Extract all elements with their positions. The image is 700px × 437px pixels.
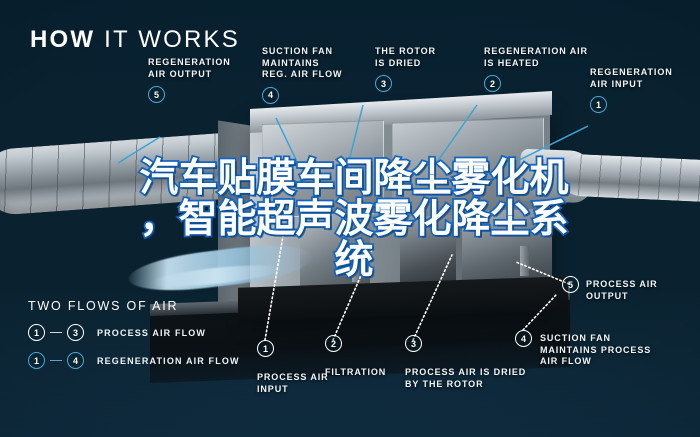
headline-line-1: 汽车贴膜车间降尘雾化机 [138, 156, 571, 201]
callout-number-badge[interactable]: 4 [262, 86, 279, 104]
callout-rotor-is-dried: THE ROTOR IS DRIED 3 [375, 46, 436, 92]
legend: TWO FLOWS OF AIR 1 3 PROCESS AIR FLOW 1 … [28, 299, 240, 369]
headline-line-3: 统 [333, 238, 376, 283]
callout-filtration: 2 FILTRATION [325, 335, 386, 379]
callout-suction-fan-process: 4 SUCTION FAN MAINTAINS PROCESS AIR FLOW [515, 330, 651, 368]
page-title: HOW IT WORKS [30, 26, 240, 54]
legend-row-regeneration-air-flow: 1 4 REGENERATION AIR FLOW [28, 352, 240, 369]
callout-process-air-output: 5 PROCESS AIR OUTPUT [562, 276, 658, 302]
callout-number-badge[interactable]: 2 [325, 335, 342, 352]
headline-line-2: ，智能超声波雾化降尘系 [138, 197, 571, 242]
legend-label: REGENERATION AIR FLOW [97, 355, 240, 366]
page-title-bold: HOW [30, 26, 96, 53]
callout-label: REGENERATION AIR IS HEATED [484, 46, 588, 68]
callout-regeneration-air-output: REGENERATION AIR OUTPUT 5 [148, 57, 231, 103]
callout-label: REGENERATION AIR INPUT [590, 67, 673, 89]
callout-regeneration-air-input: REGENERATION AIR INPUT 1 [590, 67, 673, 113]
callout-number-badge[interactable]: 1 [590, 96, 607, 113]
legend-badge-to: 3 [67, 324, 84, 341]
legend-badge-to: 4 [67, 352, 84, 369]
callout-number-badge[interactable]: 2 [484, 75, 501, 92]
callout-process-air-input: 1 PROCESS AIR INPUT [257, 340, 329, 395]
callout-label: REGENERATION AIR OUTPUT [148, 57, 231, 79]
legend-title: TWO FLOWS OF AIR [28, 299, 179, 313]
callout-label: SUCTION FAN MAINTAINS REG. AIR FLOW [262, 46, 343, 79]
callout-suction-fan-regeneration: SUCTION FAN MAINTAINS REG. AIR FLOW 4 [262, 46, 342, 104]
callout-label: PROCESS AIR IS DRIED BY THE ROTOR [405, 367, 527, 389]
callout-number-badge[interactable]: 1 [257, 340, 274, 357]
callout-regeneration-air-heated: REGENERATION AIR IS HEATED 2 [484, 46, 588, 92]
legend-row-process-air-flow: 1 3 PROCESS AIR FLOW [28, 324, 240, 341]
callout-number-badge[interactable]: 3 [375, 75, 392, 92]
legend-badge-from: 1 [28, 324, 45, 341]
callout-number-badge[interactable]: 5 [148, 86, 165, 103]
callout-label: THE ROTOR IS DRIED [375, 46, 436, 68]
chinese-headline-overlay: 汽车贴膜车间降尘雾化机 ，智能超声波雾化降尘系 统 [108, 156, 600, 283]
legend-label: PROCESS AIR FLOW [97, 327, 207, 338]
callout-number-badge[interactable]: 4 [515, 330, 532, 347]
legend-dash [50, 332, 62, 333]
callout-number-badge[interactable]: 3 [405, 335, 422, 352]
callout-number-badge[interactable]: 5 [562, 276, 579, 293]
callout-label: PROCESS AIR OUTPUT [586, 279, 658, 301]
callout-label: SUCTION FAN MAINTAINS PROCESS AIR FLOW [540, 333, 652, 366]
callout-label: PROCESS AIR INPUT [257, 372, 329, 394]
callout-process-air-dried: 3 PROCESS AIR IS DRIED BY THE ROTOR [405, 335, 526, 390]
legend-dash [50, 360, 62, 361]
callout-label: FILTRATION [325, 367, 387, 377]
legend-badge-from: 1 [28, 352, 45, 369]
page-title-light: IT WORKS [104, 26, 240, 53]
